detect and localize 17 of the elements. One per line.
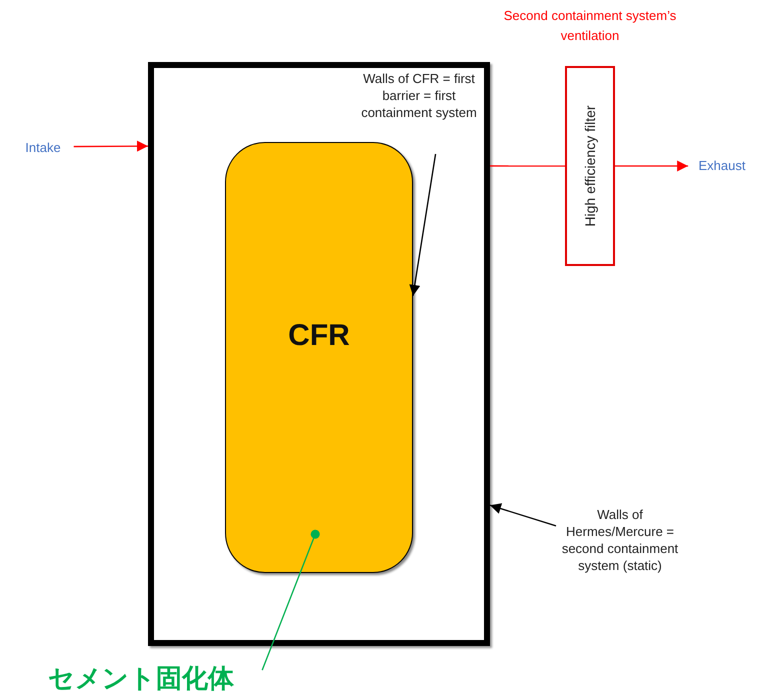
arrow — [490, 503, 556, 526]
enclosure-box — [148, 62, 490, 646]
arrow — [615, 160, 688, 172]
arrow — [409, 154, 436, 296]
connector-line — [490, 165, 565, 167]
intake-label: Intake — [14, 139, 72, 157]
filter-label: High efficiency filter — [582, 105, 598, 227]
heading: Second containment system’s ventilation — [502, 7, 678, 45]
container-box — [225, 142, 413, 573]
annotation-text: Walls of Hermes/Mercure = second containment system (static) — [556, 506, 684, 630]
container-label: CFR — [288, 319, 350, 353]
exhaust-label: Exhaust — [690, 157, 754, 175]
callout-label: セメント固化体 — [48, 662, 258, 696]
leader-line — [262, 530, 320, 670]
filter-box — [565, 66, 615, 266]
arrow — [74, 140, 148, 152]
annotation-text: Walls of CFR = first barrier = first containment system — [350, 70, 488, 140]
